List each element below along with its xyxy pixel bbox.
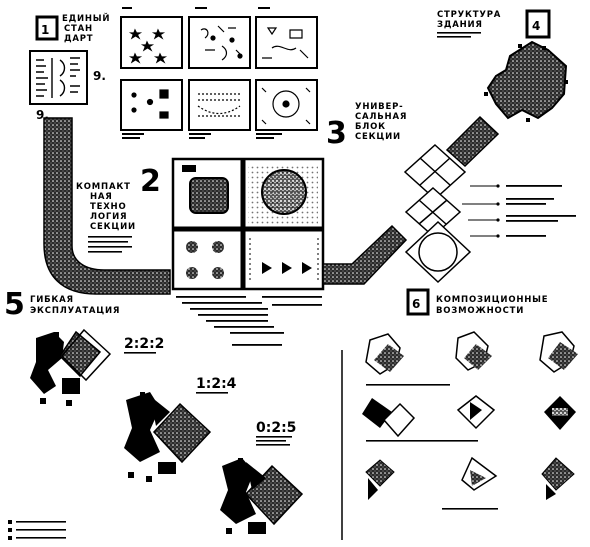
section-4-title-line-2: ЗДАНИЯ <box>437 20 483 30</box>
section-2-title-line-4: ЛОГИЯ <box>90 212 127 222</box>
axonometric-callouts <box>462 184 576 238</box>
section-4-building-structure: СТРУКТУРА ЗДАНИЯ 4 <box>322 9 576 285</box>
section-number-6-box <box>406 288 430 316</box>
section-number-4-box <box>525 9 551 39</box>
ratio-2: 1:2:4 <box>196 376 237 392</box>
section-2-notes <box>88 236 132 253</box>
flexible-cluster-3 <box>220 458 304 534</box>
composition-row-2 <box>362 395 576 442</box>
section-number-3: 3 <box>326 116 347 151</box>
section-5-title-line-2: ЭКСПЛУАТАЦИЯ <box>30 306 120 316</box>
section-1-title-line-1: ЕДИНЫЙ <box>62 12 110 24</box>
section-2-title-line-5: СЕКЦИИ <box>90 222 136 232</box>
ratio-3: 0:2:5 <box>256 420 296 436</box>
section-number-1-box <box>35 15 59 41</box>
standard-plan-marks <box>128 25 311 125</box>
section-4-notes <box>437 32 481 38</box>
section-1-title-line-3: ДАРТ <box>64 34 93 44</box>
section-2-title-line-2: НАЯ <box>90 192 113 202</box>
flexible-operation-legend <box>8 520 66 540</box>
section-number-4: 4 <box>532 19 540 33</box>
section-number-5: 5 <box>4 287 25 322</box>
section-6-composition-options: 6 КОМПОЗИЦИОННЫЕ ВОЗМОЖНОСТИ <box>341 288 578 540</box>
connector-band-left <box>43 117 171 295</box>
section-4-title-line-1: СТРУКТУРА <box>437 10 501 20</box>
compact-section-plan-interior <box>173 159 323 289</box>
section-3-title-line-2: САЛЬНАЯ <box>355 112 407 122</box>
flexible-cluster-2 <box>124 392 212 482</box>
section-number-6: 6 <box>412 297 420 311</box>
section-2-title-line-1: КОМПАКТ <box>76 182 131 192</box>
ratio-2-note <box>196 392 228 394</box>
composition-row-1 <box>365 331 578 386</box>
section-3-title-line-3: БЛОК <box>355 122 386 132</box>
ratio-1-note <box>124 352 156 354</box>
label-nine-a: 9. <box>93 69 106 83</box>
section-1-standard: 1 ЕДИНЫЙ СТАН ДАРТ 9. 9. <box>29 7 318 139</box>
section-5-flexible-operation: 5 ГИБКАЯ ЭКСПЛУАТАЦИЯ 2:2:2 1:2:4 <box>4 287 304 540</box>
connector-band-right-upper <box>445 115 500 168</box>
section-number-2: 2 <box>140 164 161 199</box>
composition-row-3 <box>365 456 575 510</box>
ratio-1: 2:2:2 <box>124 336 164 352</box>
standard-sheet-marks <box>36 57 80 98</box>
section-2-title-line-3: ТЕХНО <box>90 202 127 212</box>
connector-band-right-lower <box>322 224 408 285</box>
section-3-title-line-4: СЕКЦИИ <box>355 132 401 142</box>
standard-plan-grid <box>120 16 318 131</box>
compact-section-plan-notes <box>176 296 322 346</box>
section-6-title-line-1: КОМПОЗИЦИОННЫЕ <box>436 295 548 305</box>
section-3-universal-blocks: 3 УНИВЕР- САЛЬНАЯ БЛОК СЕКЦИИ <box>326 102 407 151</box>
exploded-axonometric-blocks <box>403 143 472 284</box>
flexible-cluster-1 <box>30 328 112 406</box>
section-2-compact-technology: 2 КОМПАКТ НАЯ ТЕХНО ЛОГИЯ СЕКЦИИ <box>43 117 325 346</box>
section-number-1: 1 <box>41 23 49 37</box>
section-1-title-line-2: СТАН <box>64 24 93 34</box>
building-structure-plan <box>486 40 568 120</box>
standard-plan-captions <box>122 7 282 139</box>
building-structure-ticks <box>484 44 568 122</box>
ratio-3-note <box>256 436 292 446</box>
section-6-title-line-2: ВОЗМОЖНОСТИ <box>436 306 524 316</box>
section-5-title-line-1: ГИБКАЯ <box>30 295 74 305</box>
section-3-title-line-1: УНИВЕР- <box>355 102 403 112</box>
